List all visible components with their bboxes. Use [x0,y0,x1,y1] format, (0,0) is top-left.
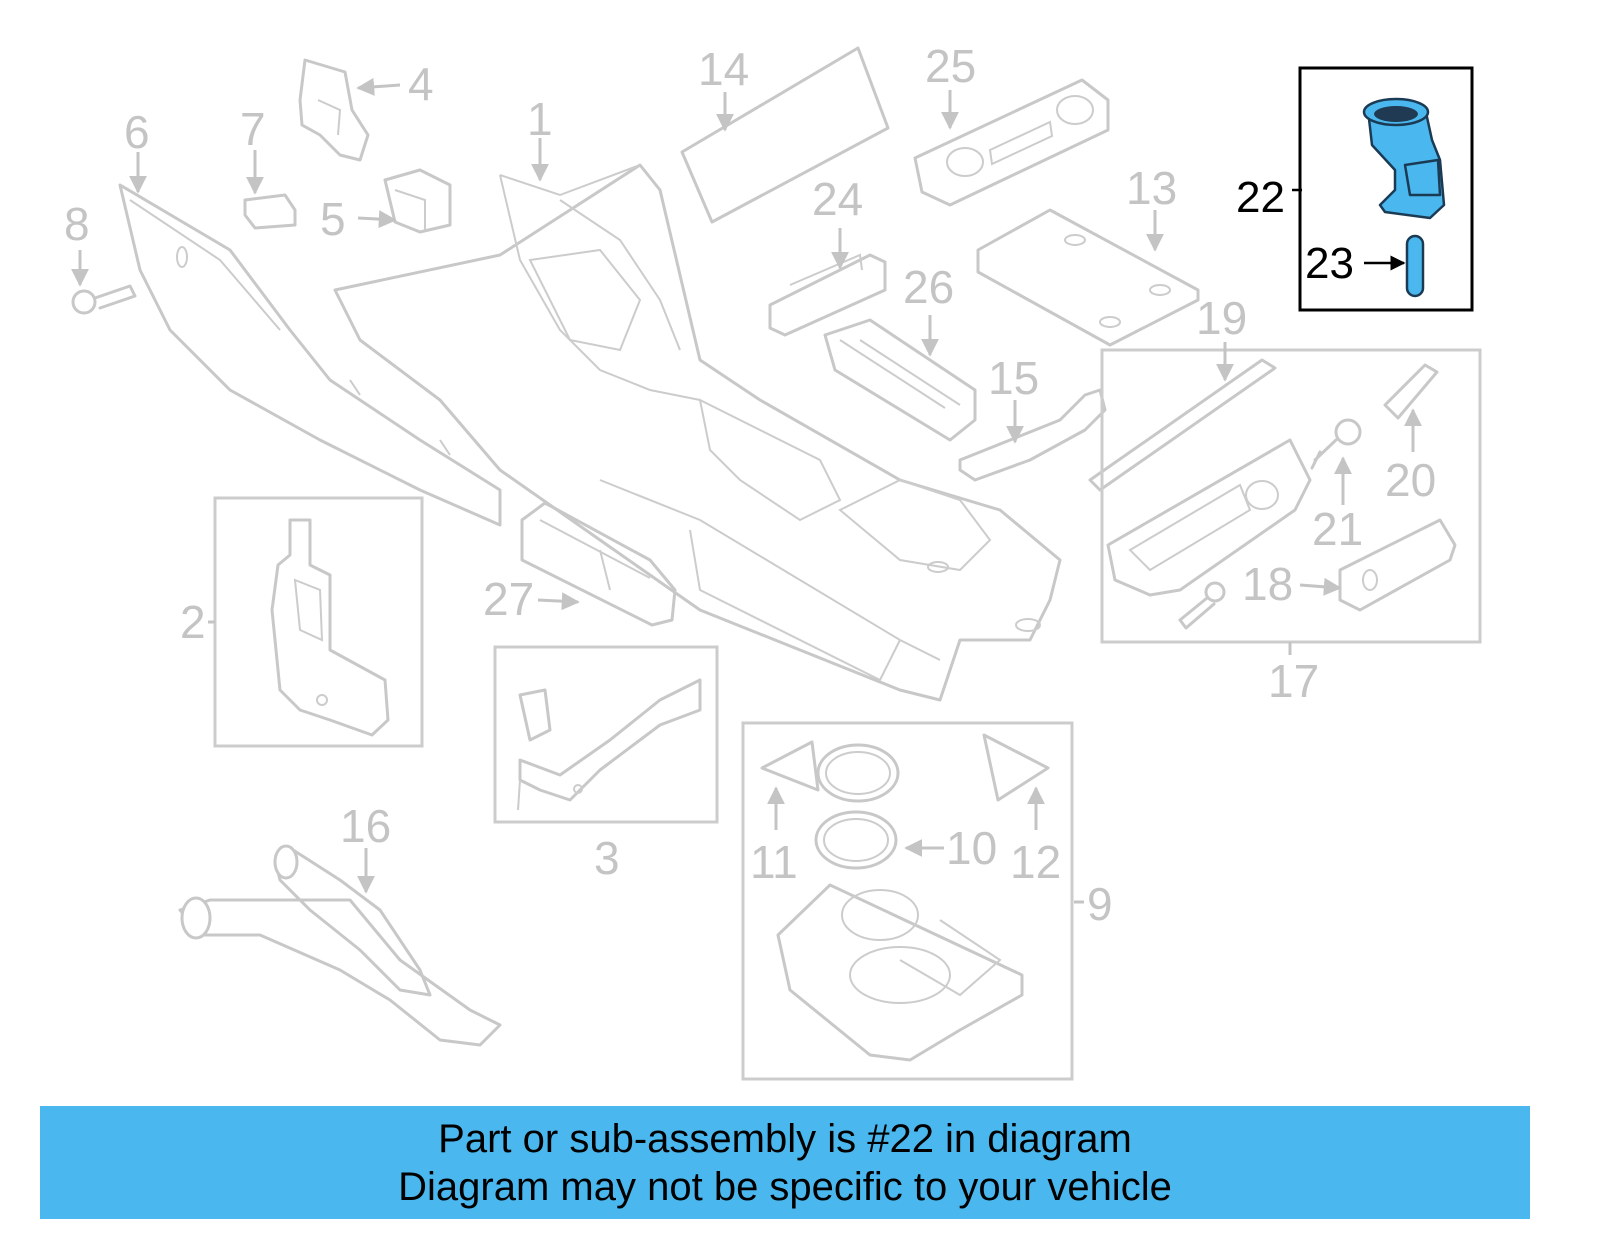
cup-holder-part-9 [741,721,1074,1081]
callout-19: 19 [1196,292,1247,344]
callout-20: 20 [1385,454,1436,506]
leader-lines [71,77,1422,904]
callout-labels: 1 2 3 4 5 6 7 8 9 10 11 12 13 14 15 16 1… [64,40,1436,930]
callout-18: 18 [1242,558,1293,610]
side-panel-part-6 [118,183,502,527]
bracket-part-3 [493,645,719,824]
callout-16: 16 [340,800,391,852]
mat-part-12 [982,733,1050,802]
caption-line-1: Part or sub-assembly is #22 in diagram [438,1116,1132,1161]
callout-23: 23 [1305,239,1354,288]
trim-strip-part-15 [958,388,1107,482]
callout-17: 17 [1268,655,1319,707]
center-console-part-1 [333,163,1062,702]
callout-1: 1 [527,93,553,145]
pad-part-13 [976,208,1200,347]
caption-banner: Part or sub-assembly is #22 in diagram D… [40,1106,1530,1219]
caption-line-2: Diagram may not be specific to your vehi… [398,1164,1172,1209]
callout-7: 7 [240,103,266,155]
callout-5: 5 [320,193,346,245]
callout-22: 22 [1236,173,1285,222]
switch-part-24 [768,253,887,337]
clip-part-4 [298,58,370,162]
callout-21: 21 [1312,503,1363,555]
bezel-part-18 [1338,518,1457,612]
bracket-part-2 [213,496,424,748]
trim-strip-part-19 [1088,358,1277,492]
parts-diagram: 1 2 3 4 5 6 7 8 9 10 11 12 13 14 15 16 1… [64,40,1482,1081]
clip-part-21 [1310,418,1362,470]
callout-13: 13 [1126,162,1177,214]
callout-3: 3 [594,832,620,884]
callout-6: 6 [124,106,150,158]
callout-14: 14 [698,43,749,95]
mat-part-11 [760,740,820,792]
callout-27: 27 [483,573,534,625]
callout-26: 26 [903,261,954,313]
callout-24: 24 [812,173,863,225]
cup-holder-insert-part-22[interactable] [1362,97,1446,220]
clip-part-7 [243,193,297,230]
callout-8: 8 [64,198,90,250]
highlighted-callouts: 22 23 [1236,173,1406,288]
switch-panel-part-27 [520,501,677,627]
air-duct-part-16 [178,844,502,1047]
callout-11: 11 [750,836,798,888]
highlighted-part-22-group [1298,66,1474,312]
switch-panel-part-26 [823,318,977,442]
callout-12: 12 [1010,836,1061,888]
callout-25: 25 [925,40,976,92]
screw-part-8 [71,284,137,315]
clip-part-5 [383,168,452,234]
bulb-part-20 [1383,363,1439,420]
callout-10: 10 [946,822,997,874]
mat-part-10 [814,743,900,870]
trim-panel-part-14 [680,46,890,224]
callout-15: 15 [988,352,1039,404]
callout-4: 4 [408,58,434,110]
climate-control-part-25 [913,78,1110,207]
screw-part-17a [1178,581,1226,630]
callout-2: 2 [180,596,206,648]
callout-9: 9 [1087,878,1113,930]
pin-part-23[interactable] [1405,234,1425,298]
